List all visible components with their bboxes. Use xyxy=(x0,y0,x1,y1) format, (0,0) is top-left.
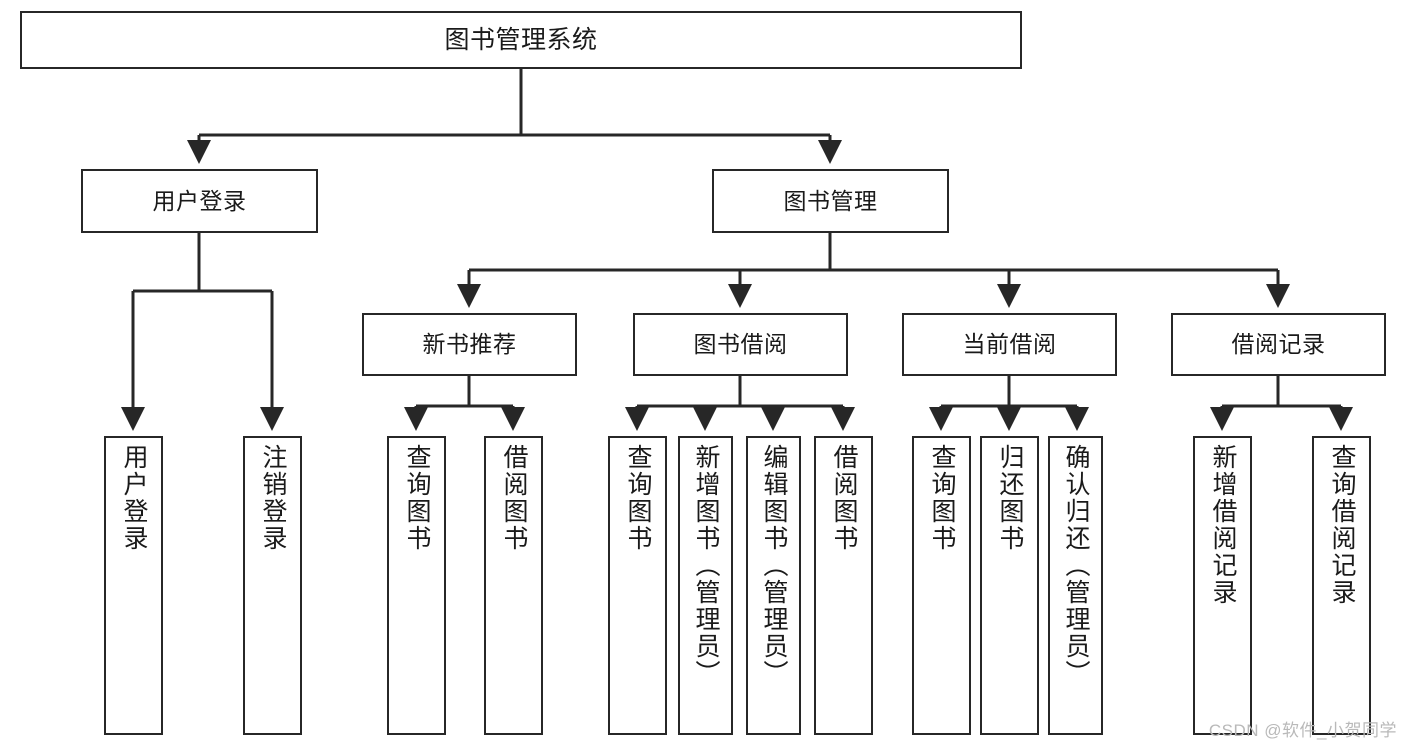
node-label: 用户登录 xyxy=(120,444,148,552)
node-label: 查询借阅记录 xyxy=(1328,444,1356,606)
node-label: 查询图书 xyxy=(403,444,431,552)
node-label: 新增图书（管理员） xyxy=(692,444,720,687)
node-label: 借阅图书 xyxy=(500,444,528,552)
node-label: 查询图书 xyxy=(624,444,652,552)
node-leaf-user-login[interactable]: 用户登录 xyxy=(104,436,163,735)
node-leaf-edit-book-admin[interactable]: 编辑图书（管理员） xyxy=(746,436,801,735)
node-user-login[interactable]: 用户登录 xyxy=(81,169,318,233)
node-label: 确认归还（管理员） xyxy=(1062,444,1090,687)
node-new-book-recommend[interactable]: 新书推荐 xyxy=(362,313,577,376)
node-leaf-query-book-new[interactable]: 查询图书 xyxy=(387,436,446,735)
node-label: 当前借阅 xyxy=(962,331,1057,358)
node-current-borrow[interactable]: 当前借阅 xyxy=(902,313,1117,376)
node-leaf-logout[interactable]: 注销登录 xyxy=(243,436,302,735)
node-leaf-return-book[interactable]: 归还图书 xyxy=(980,436,1039,735)
node-label: 图书管理系统 xyxy=(444,25,598,54)
node-leaf-query-borrow-record[interactable]: 查询借阅记录 xyxy=(1312,436,1371,735)
node-borrow-record[interactable]: 借阅记录 xyxy=(1171,313,1386,376)
node-label: 借阅图书 xyxy=(830,444,858,552)
node-leaf-query-book-borrow[interactable]: 查询图书 xyxy=(608,436,667,735)
node-label: 借阅记录 xyxy=(1231,331,1326,358)
node-label: 查询图书 xyxy=(928,444,956,552)
node-leaf-confirm-return-admin[interactable]: 确认归还（管理员） xyxy=(1048,436,1103,735)
node-leaf-add-book-admin[interactable]: 新增图书（管理员） xyxy=(678,436,733,735)
node-label: 注销登录 xyxy=(259,444,287,552)
node-label: 图书管理 xyxy=(783,187,878,214)
node-label: 新增借阅记录 xyxy=(1209,444,1237,606)
node-book-borrow[interactable]: 图书借阅 xyxy=(633,313,848,376)
node-book-management[interactable]: 图书管理 xyxy=(712,169,949,233)
node-label: 新书推荐 xyxy=(422,331,517,358)
node-label: 图书借阅 xyxy=(693,331,788,358)
node-label: 归还图书 xyxy=(996,444,1024,552)
node-leaf-borrow-book[interactable]: 借阅图书 xyxy=(814,436,873,735)
node-leaf-borrow-book-new[interactable]: 借阅图书 xyxy=(484,436,543,735)
node-leaf-query-book-current[interactable]: 查询图书 xyxy=(912,436,971,735)
node-root-book-management-system[interactable]: 图书管理系统 xyxy=(20,11,1022,69)
node-label: 用户登录 xyxy=(152,187,247,214)
node-label: 编辑图书（管理员） xyxy=(760,444,788,687)
node-leaf-add-borrow-record[interactable]: 新增借阅记录 xyxy=(1193,436,1252,735)
